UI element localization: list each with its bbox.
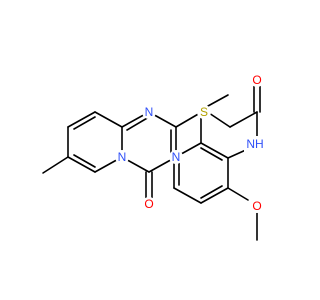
bond-ph-12 [200, 142, 229, 159]
o-amide-label: O [252, 73, 261, 87]
n1-label: N [145, 105, 154, 119]
o-bottom-label: O [252, 199, 261, 213]
o-ring-atom: O [142, 197, 156, 211]
bond-pyr-ef-inner [73, 116, 96, 130]
s-atom: S [197, 105, 211, 119]
nh-atom: NH [244, 136, 266, 152]
o-amide-atom: O [250, 73, 264, 87]
bond-fus-d-n4-inner [126, 116, 150, 131]
n3-atom: N [115, 150, 129, 164]
structure-svg: N N N S O NH O [42, 73, 266, 241]
bond-ph-56 [200, 187, 229, 204]
s-label: S [200, 105, 208, 119]
bond-ph-45 [173, 187, 202, 204]
bond-ph-omethoxy-bottom [227, 187, 249, 201]
nh-label: NH [246, 137, 263, 151]
bond-pyr-ef [67, 111, 96, 128]
bond-pyr-ab [67, 156, 96, 173]
bond-ph-12-inner [200, 147, 223, 161]
bond-methyl [42, 156, 69, 174]
n2-label: N [172, 150, 181, 164]
o-methoxy-bottom-atom: O [250, 199, 264, 213]
o-ring-label: O [144, 197, 153, 211]
bond-pyr-de [94, 111, 123, 128]
n1-atom: N [142, 105, 156, 119]
atom-labels: N N N S O NH O [115, 73, 266, 213]
bond-s-ch2 [208, 112, 231, 128]
molecule-diagram: N N N S O NH O [42, 73, 266, 241]
n3-label: N [118, 150, 127, 164]
bond-pyr-ab-inner [73, 154, 96, 168]
bond-ch2-co [229, 111, 258, 128]
bond-c2-s [175, 112, 201, 128]
n2-atom: N [169, 150, 183, 164]
bond-ph-56-inner [200, 185, 223, 199]
bond-omethoxy-top-ch3 [207, 94, 229, 107]
